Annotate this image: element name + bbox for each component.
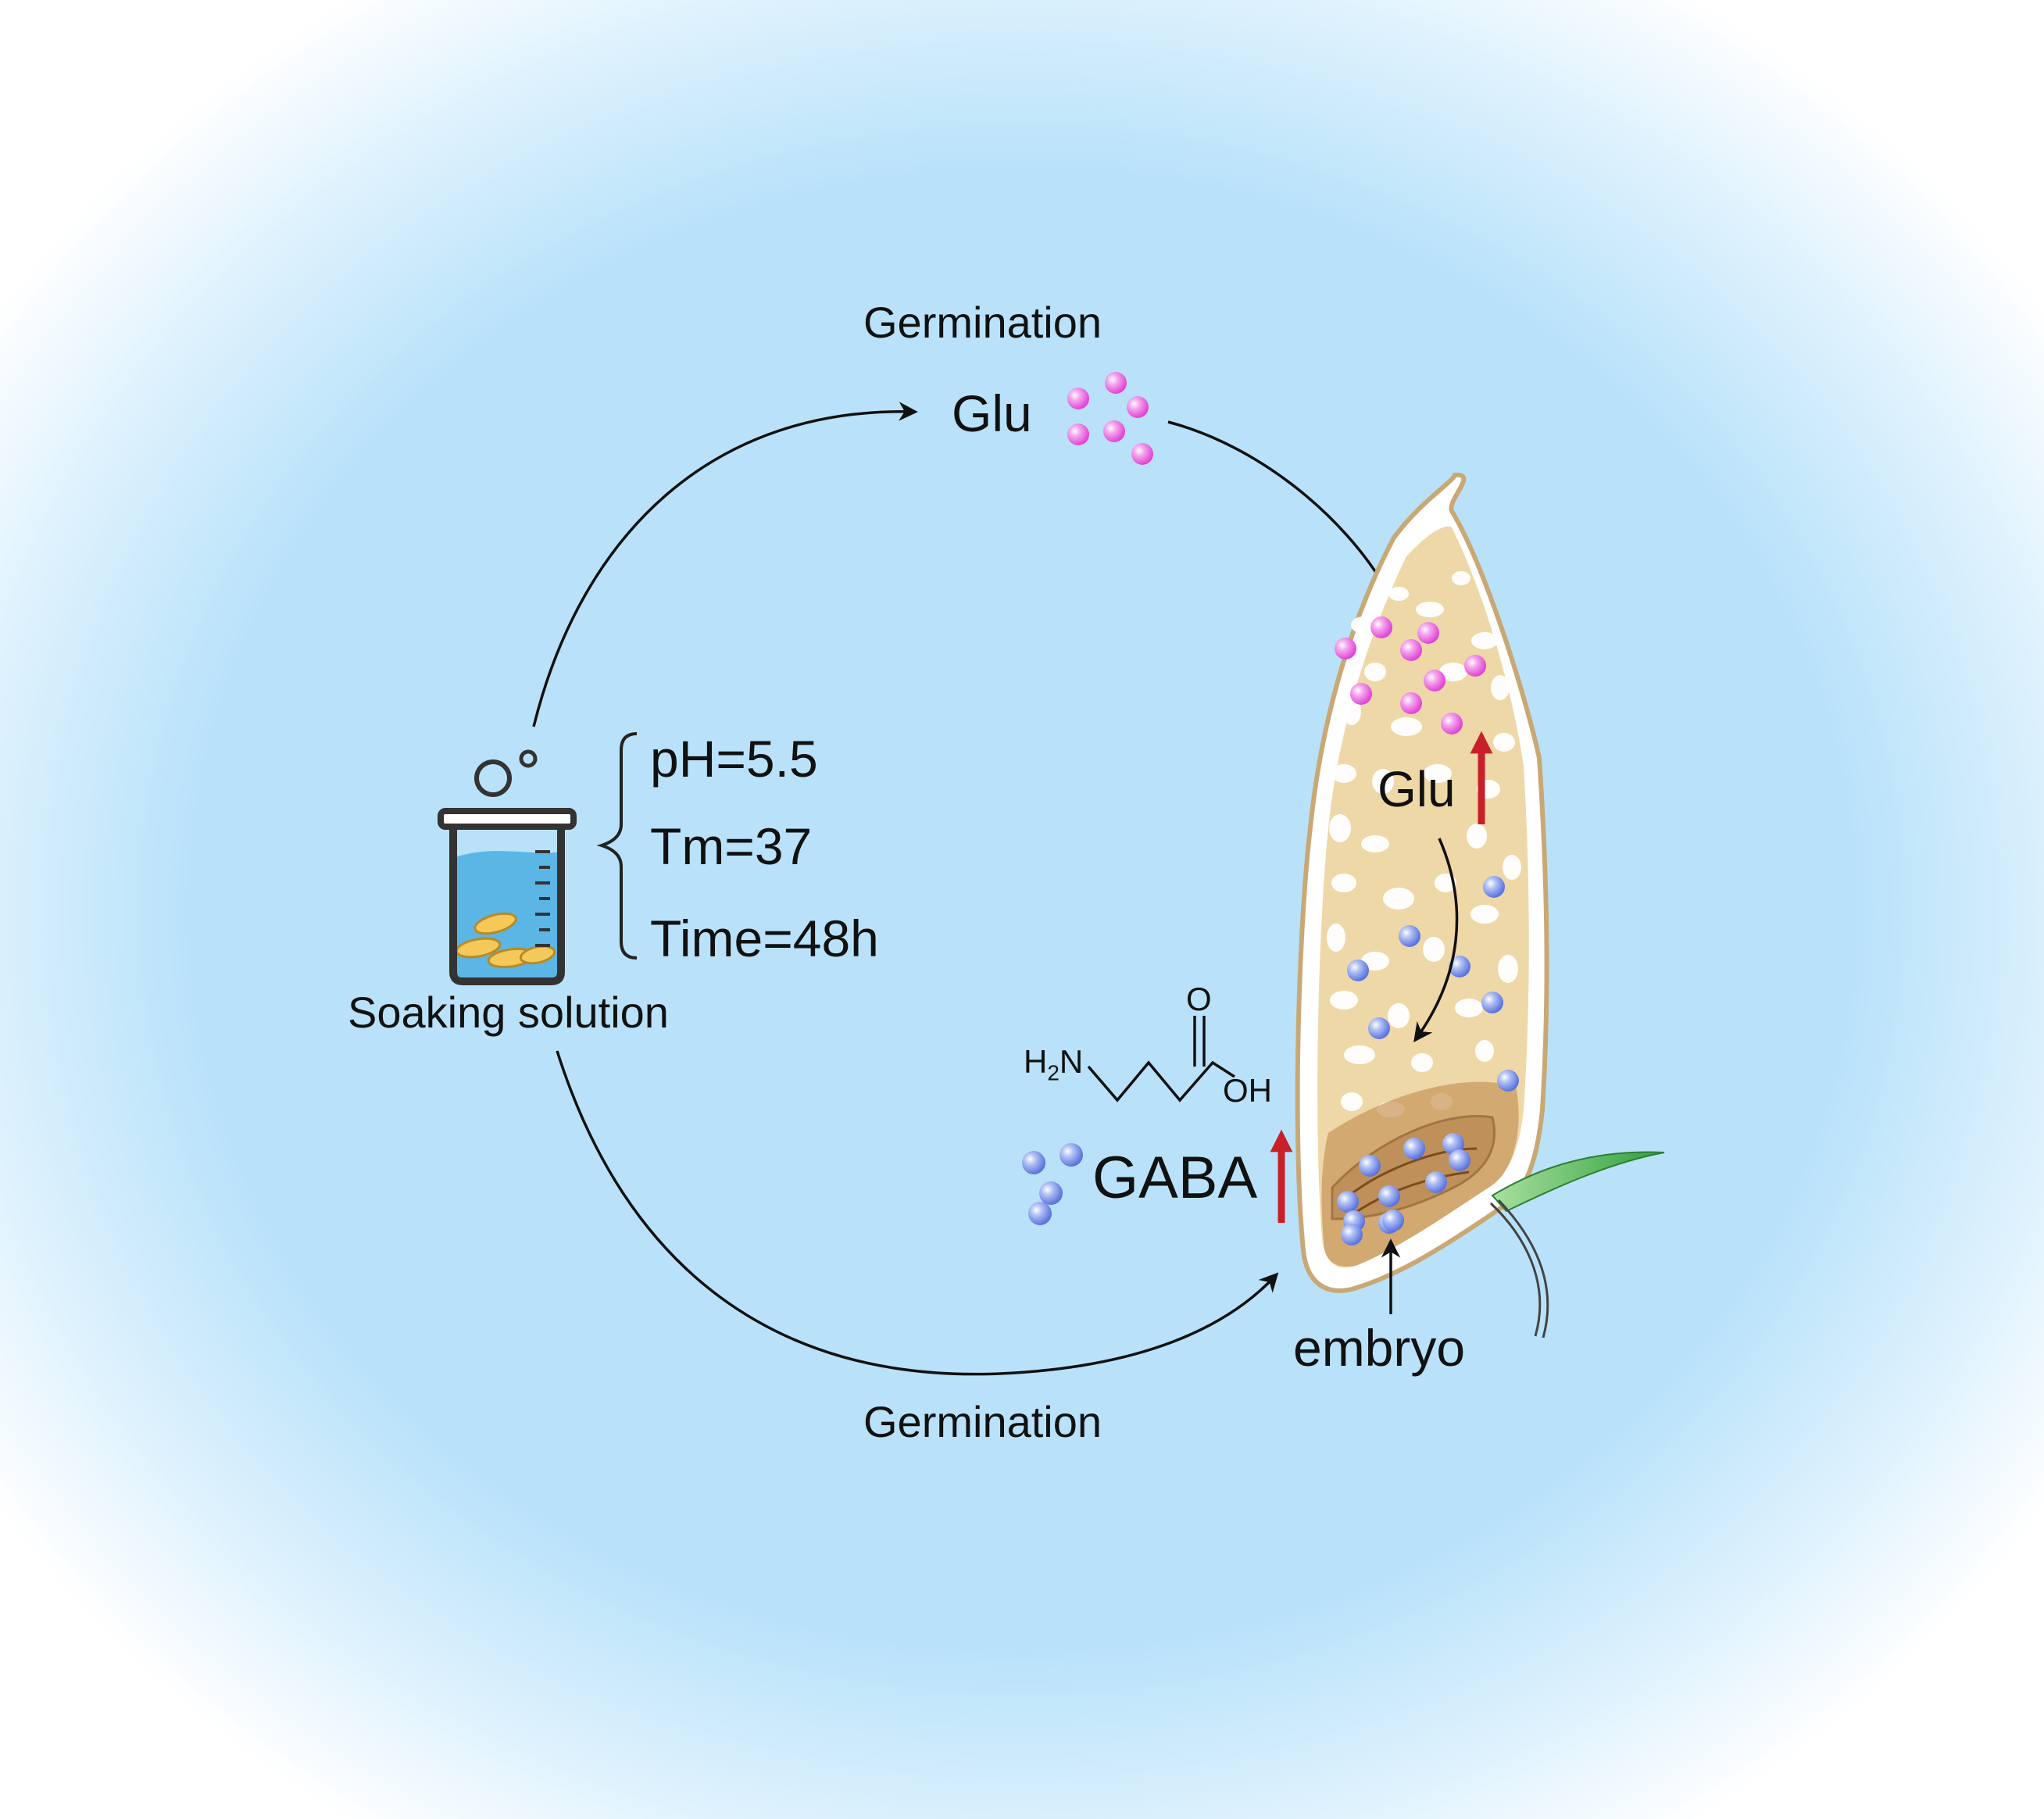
arrow-soak-to-gaba: [556, 1050, 1279, 1376]
gaba-particles-seed: [1337, 876, 1519, 1245]
arrow-glu-to-seed: [1167, 420, 1389, 594]
condition-temperature: Tm=37: [650, 817, 813, 875]
gaba-carbonyl-oxygen: O: [1186, 981, 1212, 1017]
gaba-hydroxyl-group: OH: [1223, 1072, 1272, 1109]
gaba-amine-group: H2N: [1024, 1043, 1084, 1085]
beaker-icon: [438, 749, 577, 985]
gaba-label: GABA: [1092, 1145, 1258, 1211]
glu-label-top: Glu: [952, 384, 1032, 442]
glu-to-gaba-arrow: [1413, 838, 1459, 1042]
embryo-label: embryo: [1293, 1319, 1466, 1377]
condition-time: Time=48h: [650, 910, 879, 967]
glu-label-seed: Glu: [1378, 761, 1456, 817]
glu-particles-seed: [1335, 616, 1486, 734]
arrow-soak-to-glu: [532, 402, 918, 727]
rice-seed: [1295, 472, 1549, 1293]
germination-label-bottom: Germination: [863, 1397, 1102, 1446]
condition-ph: pH=5.5: [650, 730, 818, 788]
glu-particles-top: [1067, 372, 1153, 465]
soaking-solution-label: Soaking solution: [348, 988, 669, 1037]
conditions-brace: [596, 732, 638, 960]
gaba-structure: [1087, 1016, 1235, 1102]
gaba-particles-outside: [1022, 1143, 1083, 1225]
sprout-icon: [1489, 1151, 1665, 1338]
germination-label-top: Germination: [863, 298, 1102, 347]
